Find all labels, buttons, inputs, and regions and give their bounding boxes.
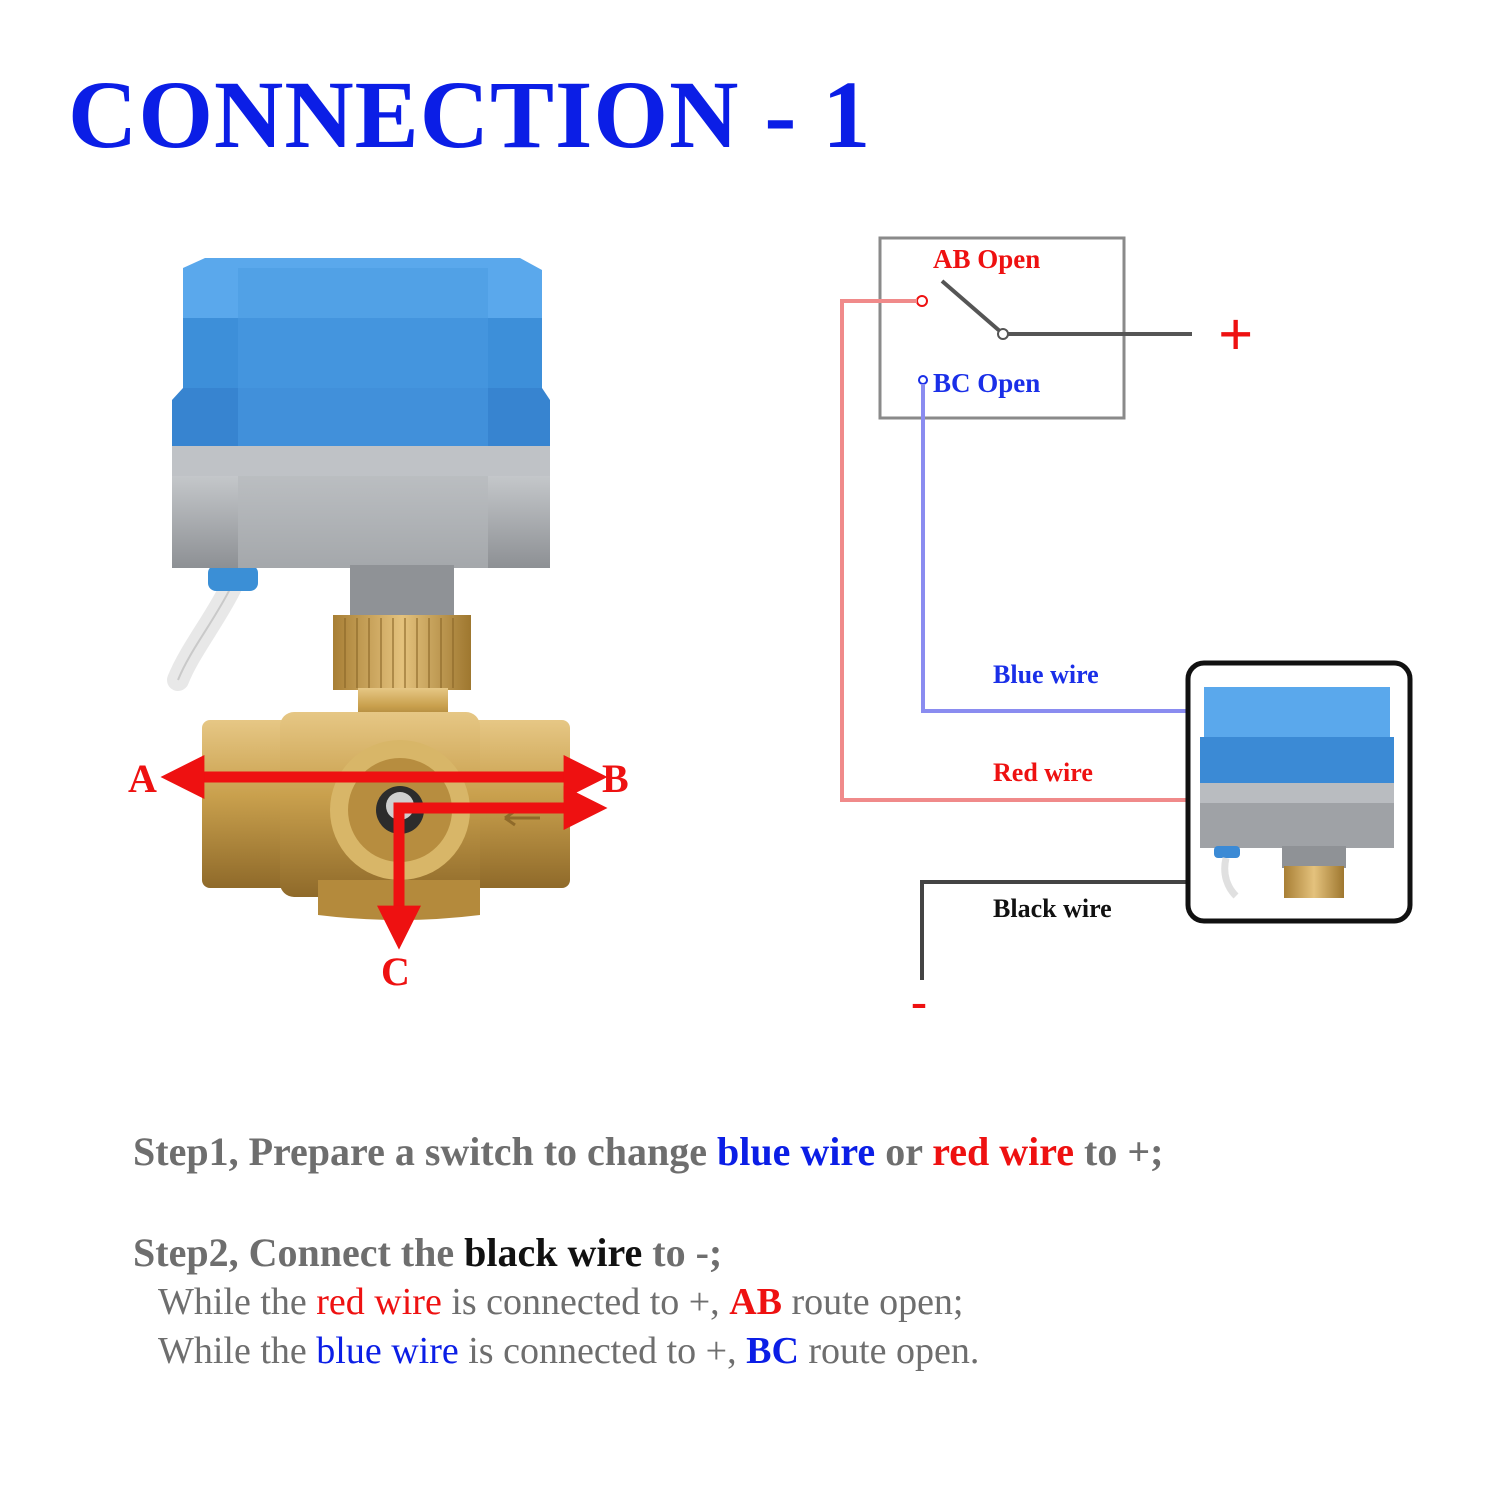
valve-illustration: A B C <box>128 258 629 994</box>
line2-route: BC <box>746 1329 799 1372</box>
black-wire-label: Black wire <box>993 894 1112 923</box>
blue-wire-label: Blue wire <box>993 660 1099 689</box>
port-a-body <box>202 720 292 888</box>
step1: Step1, Prepare a switch to change blue w… <box>133 1128 1473 1177</box>
switch-lever <box>940 279 1004 335</box>
minus-label: - <box>911 975 927 1028</box>
line2-suffix: route open. <box>798 1329 980 1372</box>
step1-prefix: Step1, Prepare a switch to change <box>133 1129 718 1174</box>
red-wire-label: Red wire <box>993 758 1093 787</box>
line2-wire: blue wire <box>316 1329 459 1372</box>
step1-blue-wire: blue wire <box>717 1129 876 1174</box>
line1-mid: is connected to +, <box>441 1280 730 1323</box>
line1-prefix: While the <box>158 1280 317 1323</box>
line1-route: AB <box>729 1280 782 1323</box>
actuator-thumbnail <box>1185 660 1413 924</box>
line2-prefix: While the <box>158 1329 317 1372</box>
line1-wire: red wire <box>316 1280 442 1323</box>
step1-or: or <box>875 1129 933 1174</box>
black-wire <box>920 880 1188 980</box>
step2-line-blue: While the blue wire is connected to +, B… <box>158 1327 1473 1376</box>
step2-prefix: Step2, Connect the <box>133 1229 465 1275</box>
valve-stem <box>350 565 454 617</box>
instructions: Step1, Prepare a switch to change blue w… <box>133 1128 1473 1376</box>
brass-nut <box>333 615 471 690</box>
bc-open-label: BC Open <box>933 368 1040 398</box>
port-c-label: C <box>381 949 410 994</box>
step2-black-wire: black wire <box>464 1229 643 1275</box>
step2: Step2, Connect the black wire to -; <box>133 1229 1473 1278</box>
step2-line-red: While the red wire is connected to +, AB… <box>158 1278 1473 1327</box>
line2-mid: is connected to +, <box>458 1329 747 1372</box>
actuator-cap <box>172 258 550 446</box>
step2-suffix: to -; <box>642 1229 723 1275</box>
line1-suffix: route open; <box>781 1280 964 1323</box>
port-a-label: A <box>128 756 157 801</box>
wiring-diagram: AB Open BC Open + - Blue wire Red wire B… <box>840 236 1413 1028</box>
ab-open-label: AB Open <box>933 244 1040 274</box>
page-title: CONNECTION - 1 <box>68 61 872 168</box>
port-b-label: B <box>602 756 629 801</box>
switch-box <box>878 236 1126 420</box>
flow-arrow-bc <box>377 802 590 950</box>
ab-terminal <box>916 295 928 307</box>
cable-gland <box>208 565 258 591</box>
bc-terminal <box>918 375 928 385</box>
red-wire <box>840 299 1188 802</box>
step1-red-wire: red wire <box>932 1129 1075 1174</box>
plus-label: + <box>1218 301 1253 369</box>
blue-wire <box>921 384 1188 713</box>
step1-suffix: to +; <box>1074 1129 1164 1174</box>
switch-common-terminal <box>997 328 1009 340</box>
actuator-body <box>172 446 550 568</box>
